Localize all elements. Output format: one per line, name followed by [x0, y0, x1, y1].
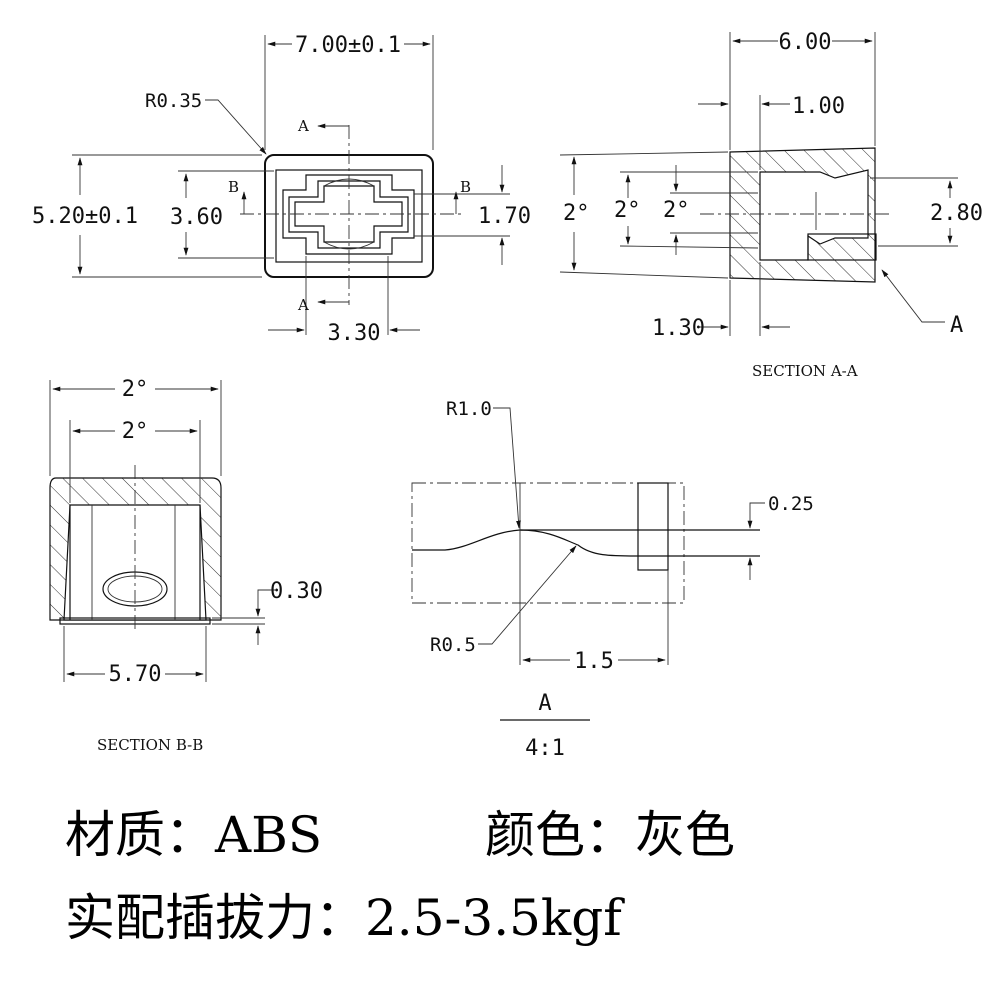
note-material: 材质：ABS	[65, 806, 322, 864]
aa-caption: SECTION A-A	[752, 362, 858, 380]
bb-caption: SECTION B-B	[97, 736, 203, 754]
top-height-dim: 5.20±0.1	[32, 204, 138, 229]
aa-detail-marker: A	[950, 313, 963, 338]
note-color: 颜色：灰色	[485, 806, 735, 864]
section-a-a: 6.00 1.00 2° 2° 2° 2.80 1	[559, 30, 983, 380]
section-bb-cavity	[63, 504, 207, 621]
top-width-dim: 7.00±0.1	[295, 33, 401, 58]
note-force: 实配插拔力：2.5-3.5kgf	[65, 889, 625, 947]
top-bottom-dim: 3.30	[328, 321, 381, 346]
detail-radius-top: R1.0	[446, 398, 492, 420]
section-aa-cavity	[759, 169, 869, 261]
section-marker-b-right: B	[460, 178, 471, 196]
notes: 材质：ABS 颜色：灰色 实配插拔力：2.5-3.5kgf	[65, 806, 735, 947]
aa-angle-mid: 2°	[614, 198, 641, 223]
detail-radius-bottom: R0.5	[430, 634, 476, 656]
section-marker-a-bottom: A	[297, 296, 309, 314]
detail-length-dim: 1.5	[574, 649, 614, 674]
section-marker-b-left: B	[228, 178, 239, 196]
section-b-b: 2° 2° 0.30 5.70 SECTION B-B	[49, 377, 323, 754]
detail-step-dim: 0.25	[768, 493, 814, 515]
bb-width-dim: 5.70	[109, 662, 162, 687]
aa-wall-dim: 1.00	[792, 94, 845, 119]
section-marker-a-top: A	[297, 117, 309, 135]
aa-angle-inner: 2°	[663, 198, 690, 223]
bb-step-dim: 0.30	[270, 579, 323, 604]
aa-width-dim: 6.00	[779, 30, 832, 55]
aa-height-dim: 2.80	[930, 201, 983, 226]
cross-inner	[288, 180, 409, 249]
detail-a-profile	[412, 529, 639, 557]
aa-angle-outer: 2°	[563, 201, 590, 226]
cross-opening	[282, 174, 415, 255]
aa-bottom-dim: 1.30	[652, 316, 705, 341]
bb-angle-outer: 2°	[122, 377, 149, 402]
top-radius-label: R0.35	[145, 90, 202, 112]
bb-angle-inner: 2°	[122, 419, 149, 444]
top-view: 7.00±0.1 R0.35 5.20±0.1 3.60 1.70 3.30 A	[32, 33, 531, 346]
top-slot-dim: 1.70	[478, 204, 531, 229]
detail-label: A	[538, 691, 551, 716]
top-inner-height-dim: 3.60	[170, 205, 223, 230]
detail-a: R1.0 0.25 R0.5 1.5 A 4:1	[411, 398, 814, 761]
detail-scale: 4:1	[525, 736, 565, 761]
